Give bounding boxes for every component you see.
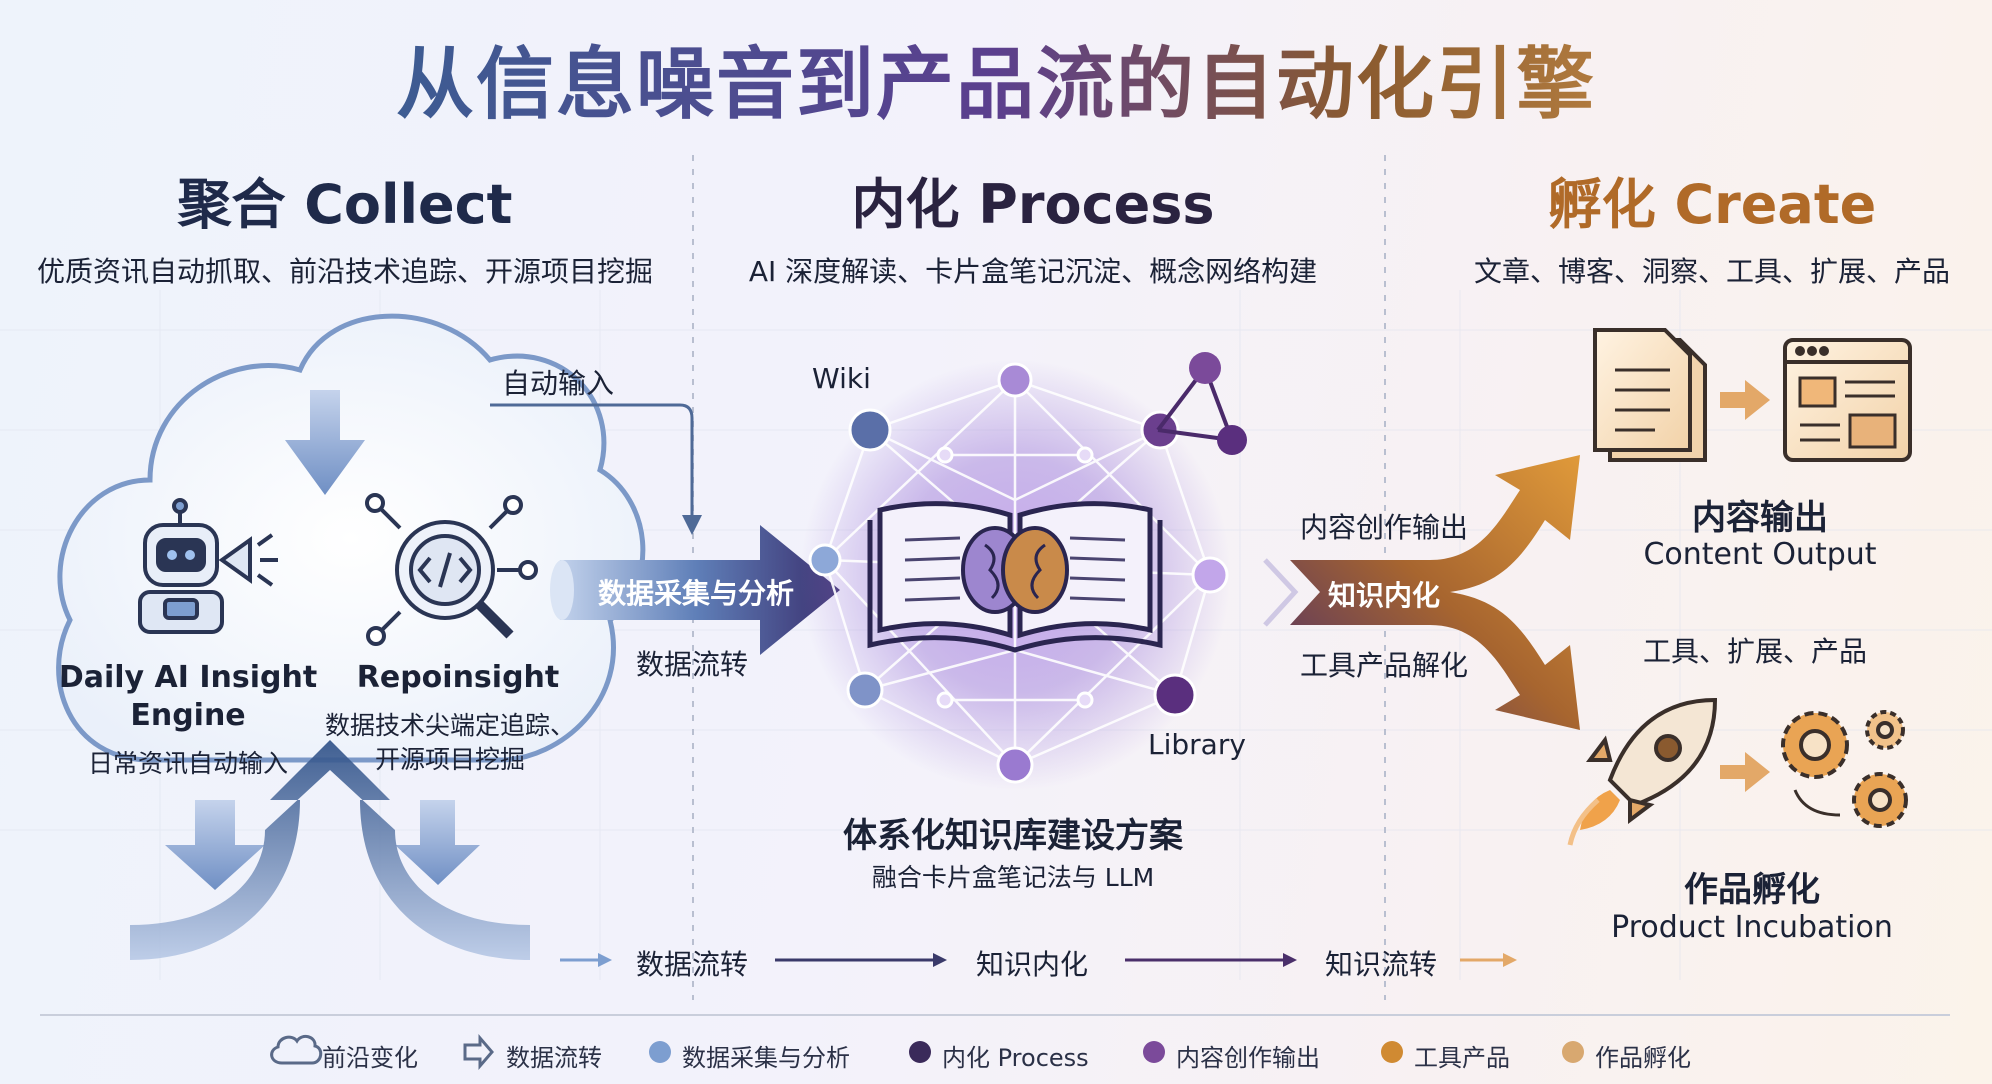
upward-flow-arrow (130, 740, 530, 960)
content-output-en: Content Output (1643, 537, 1877, 572)
legend-icons (270, 1033, 1584, 1071)
content-output-branch-label: 内容创作输出 (1300, 511, 1469, 544)
book-brain-icon (867, 501, 1163, 653)
down-arrow-icon (285, 390, 365, 495)
bottom-flow-step-2: 知识内化 (976, 948, 1089, 981)
code-search-icon (365, 493, 538, 646)
daily-engine-desc: 日常资讯自动输入 (87, 749, 289, 778)
bottom-flow-step-3: 知识流转 (1325, 948, 1438, 981)
process-title: 内化 Process (851, 173, 1215, 236)
library-label: Library (1148, 728, 1246, 761)
arrow-icon (463, 1033, 494, 1071)
auto-input-label: 自动输入 (502, 367, 615, 400)
create-title: 孵化 Create (1547, 173, 1877, 236)
down-arrow-icon (165, 800, 480, 890)
repoinsight-name: Repoinsight (356, 660, 560, 695)
create-subtitle: 文章、博客、洞察、工具、扩展、产品 (1473, 255, 1951, 288)
knowledge-base-subtitle: 融合卡片盒笔记法与 LLM (871, 863, 1155, 892)
concept-cluster-icon (1156, 352, 1247, 455)
legend-dot-icon (1562, 1041, 1584, 1063)
bottom-flow-step-1: 数据流转 (636, 948, 749, 981)
tool-branch-label: 工具产品解化 (1300, 649, 1469, 682)
rocket-icon (1567, 697, 1718, 846)
legend-dot-icon (1381, 1041, 1403, 1063)
tools-line-label: 工具、扩展、产品 (1642, 635, 1868, 668)
auto-input-connector (490, 403, 694, 520)
knowledge-base-title: 体系化知识库建设方案 (843, 816, 1183, 856)
collect-analyze-arrow (552, 525, 840, 655)
collect-title: 聚合 Collect (177, 173, 513, 236)
legend-item-label: 作品孵化 (1595, 1044, 1691, 1072)
split-arrow (1263, 455, 1580, 730)
cloud-icon (270, 1034, 323, 1065)
knowledge-internalize-label: 知识内化 (1328, 579, 1441, 612)
document-icon (1593, 328, 1707, 462)
collect-analyze-label: 数据采集与分析 (598, 577, 795, 610)
content-output-cn: 内容输出 (1692, 498, 1828, 538)
gears-icon (1781, 710, 1908, 828)
legend-dot-icon (1143, 1041, 1165, 1063)
legend-item-label: 数据采集与分析 (682, 1044, 850, 1072)
daily-engine-name-line2: Engine (130, 698, 246, 733)
legend-dot-icon (649, 1041, 671, 1063)
robot-icon (138, 498, 278, 634)
wiki-label: Wiki (812, 362, 871, 395)
legend-dot-icon (909, 1041, 931, 1063)
process-subtitle: AI 深度解读、卡片盒笔记沉淀、概念网络构建 (748, 255, 1318, 288)
legend-item-label: 工具产品 (1414, 1044, 1510, 1072)
legend-item-label: 内容创作输出 (1176, 1044, 1320, 1072)
arrow-right-icon (1720, 752, 1770, 792)
legend-item-label: 数据流转 (506, 1044, 602, 1072)
legend-item-label: 前沿变化 (322, 1044, 418, 1072)
collect-subtitle: 优质资讯自动抓取、前沿技术追踪、开源项目挖掘 (36, 255, 654, 288)
daily-engine-name-line1: Daily AI Insight (58, 660, 318, 695)
arrow-right-icon (1720, 380, 1770, 420)
bottom-flow-arrows (560, 953, 1517, 967)
page-title: 从信息噪音到产品流的自动化引擎 (396, 22, 1596, 134)
legend-item-label: 内化 Process (942, 1044, 1089, 1072)
repoinsight-desc-line1: 数据技术尖端定追踪、 (324, 711, 576, 740)
repoinsight-desc-line2: 开源项目挖掘 (374, 745, 526, 774)
data-flow-label: 数据流转 (636, 648, 749, 681)
product-incubation-en: Product Incubation (1611, 910, 1893, 945)
web-page-icon (1783, 338, 1912, 462)
product-incubation-cn: 作品孵化 (1684, 870, 1820, 910)
